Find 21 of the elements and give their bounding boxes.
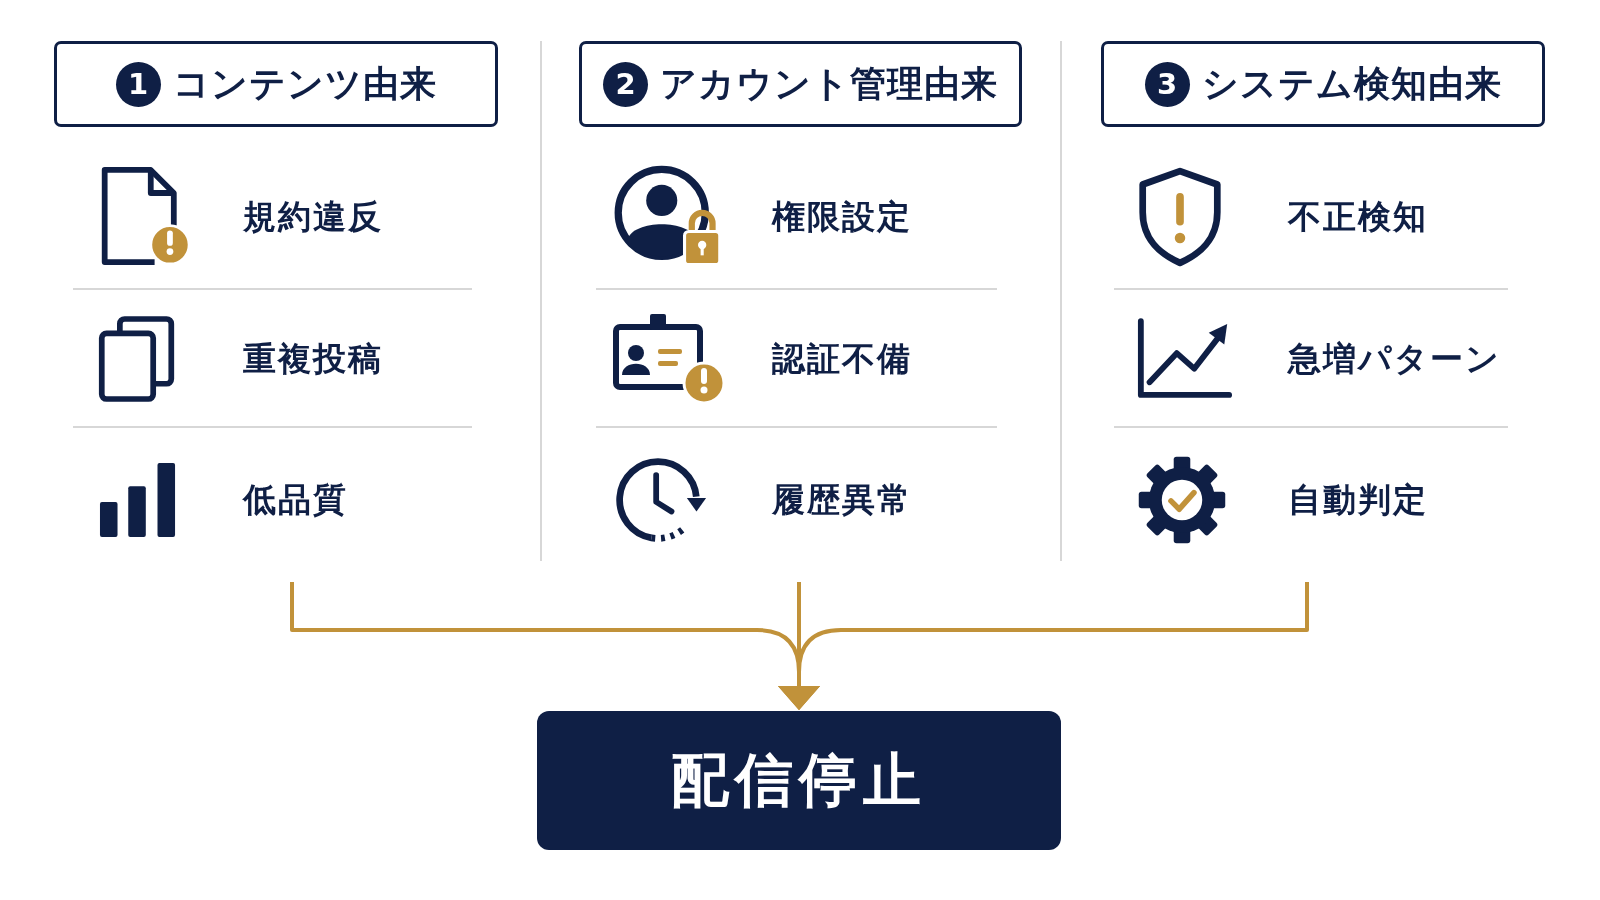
- category-heading: アカウント管理由来: [660, 62, 998, 106]
- item-label: 規約違反: [243, 197, 383, 237]
- category-heading: システム検知由来: [1201, 62, 1502, 106]
- item-label: 低品質: [243, 480, 348, 520]
- action-label: 配信停止: [671, 745, 927, 816]
- item-label: 権限設定: [772, 197, 912, 237]
- action-box: [537, 711, 1061, 850]
- item-label: 自動判定: [1288, 480, 1428, 520]
- category-box: [1101, 41, 1545, 127]
- category-box: [54, 41, 498, 127]
- arrow: [778, 582, 1309, 710]
- item-label: 急増パターン: [1288, 339, 1501, 379]
- step-number: 3: [1144, 61, 1190, 107]
- item-label: 認証不備: [772, 339, 912, 379]
- category-heading: コンテンツ由来: [172, 62, 437, 106]
- category-box: [579, 41, 1022, 127]
- step-number: 1: [115, 61, 161, 107]
- item-label: 不正検知: [1288, 197, 1428, 237]
- step-number: 2: [603, 61, 648, 107]
- item-label: 重複投稿: [243, 339, 383, 379]
- item-label: 履歴異常: [772, 480, 912, 520]
